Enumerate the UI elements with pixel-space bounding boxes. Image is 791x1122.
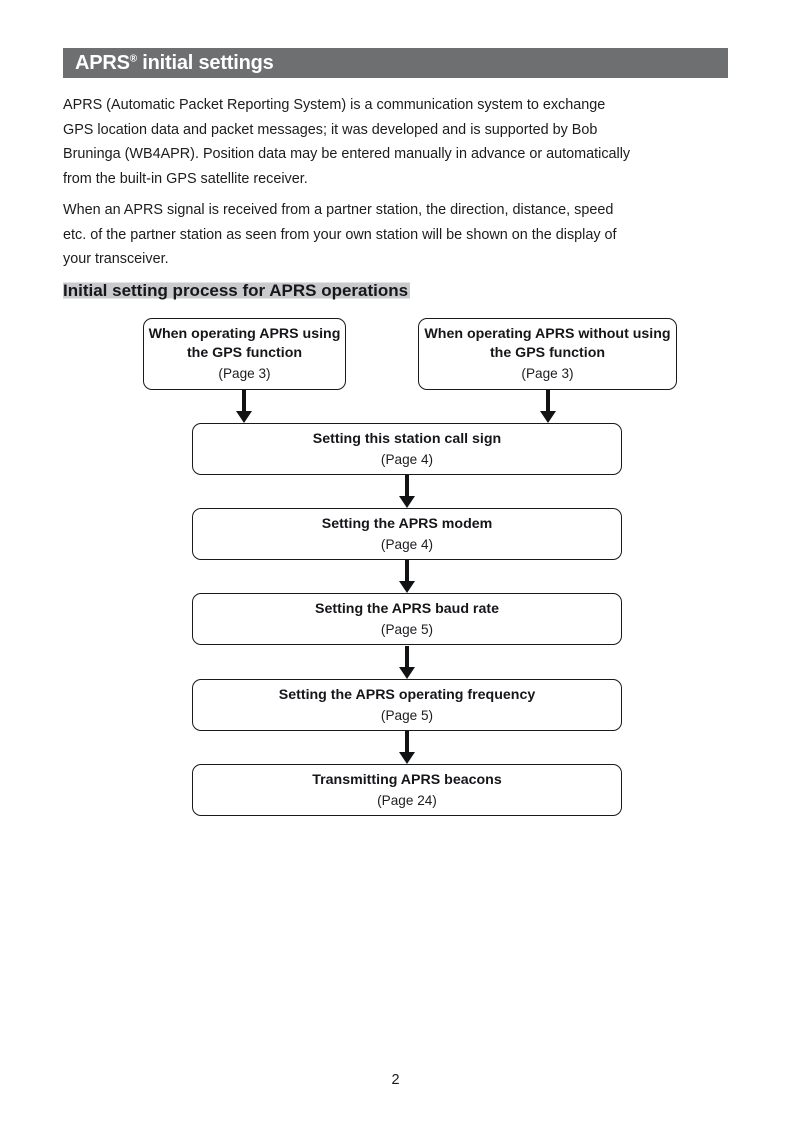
paragraph-line: etc. of the partner station as seen from… [63, 226, 617, 243]
section-heading: Initial setting process for APRS operati… [63, 280, 411, 302]
page-title: APRS® initial settings [63, 53, 274, 73]
flow-arrow-down-icon [236, 390, 252, 423]
flow-arrow-down-icon [399, 560, 415, 593]
reception-paragraph: When an APRS signal is received from a p… [63, 198, 728, 272]
flow-arrow-down-icon [399, 646, 415, 679]
flow-box-title: Setting this station call sign [312, 430, 502, 447]
flow-box-station-call-sign[interactable]: Setting this station call sign (Page 4) [192, 423, 622, 475]
flow-box-title: When operating APRS without using the GP… [424, 326, 671, 361]
flow-box-transmitting-aprs-beacons[interactable]: Transmitting APRS beacons (Page 24) [192, 764, 622, 816]
paragraph-line: When an APRS signal is received from a p… [63, 202, 614, 218]
page-title-rest: initial settings [136, 52, 274, 74]
flow-box-gps-function[interactable]: When operating APRS using the GPS functi… [143, 318, 346, 390]
flow-box-title: When operating APRS using the GPS functi… [148, 326, 341, 361]
flow-box-page-ref: (Page 4) [380, 536, 434, 552]
page-number: 2 [391, 1072, 400, 1088]
paragraph-line: from the built-in GPS satellite receiver… [63, 170, 308, 187]
flow-box-title: Setting the APRS baud rate [315, 600, 499, 617]
intro-paragraph: APRS (Automatic Packet Reporting System)… [63, 93, 728, 191]
paragraph-line: Bruninga (WB4APR). Position data may be … [63, 146, 631, 162]
section-heading-text: Initial setting process for APRS operati… [63, 281, 411, 300]
flow-box-page-ref: (Page 3) [521, 366, 574, 381]
paragraph-line: your transceiver. [63, 251, 169, 267]
flow-box-title: Transmitting APRS beacons [312, 771, 502, 788]
flow-box-page-ref: (Page 5) [380, 621, 434, 637]
flow-arrow-down-icon [540, 390, 556, 423]
page-title-bar: APRS® initial settings [63, 48, 728, 78]
flow-box-title: Setting the APRS operating frequency [278, 686, 536, 703]
paragraph-line: GPS location data and packet messages; i… [63, 121, 598, 138]
flow-box-aprs-modem[interactable]: Setting the APRS modem (Page 4) [192, 508, 622, 560]
flow-box-without-gps-function[interactable]: When operating APRS without using the GP… [418, 318, 677, 390]
flow-box-page-ref: (Page 5) [380, 707, 434, 723]
flow-box-aprs-operating-frequency[interactable]: Setting the APRS operating frequency (Pa… [192, 679, 622, 731]
flow-arrow-down-icon [399, 475, 415, 508]
registered-trademark-icon: ® [129, 53, 137, 65]
paragraph-line: APRS (Automatic Packet Reporting System)… [63, 97, 606, 113]
flow-arrow-down-icon [399, 731, 415, 764]
flow-box-page-ref: (Page 4) [380, 451, 434, 467]
flow-box-page-ref: (Page 24) [377, 792, 437, 808]
flow-box-title: Setting the APRS modem [321, 515, 493, 532]
page-title-main: APRS [75, 52, 130, 74]
flow-box-aprs-baud-rate[interactable]: Setting the APRS baud rate (Page 5) [192, 593, 622, 645]
flow-box-page-ref: (Page 3) [218, 366, 271, 381]
